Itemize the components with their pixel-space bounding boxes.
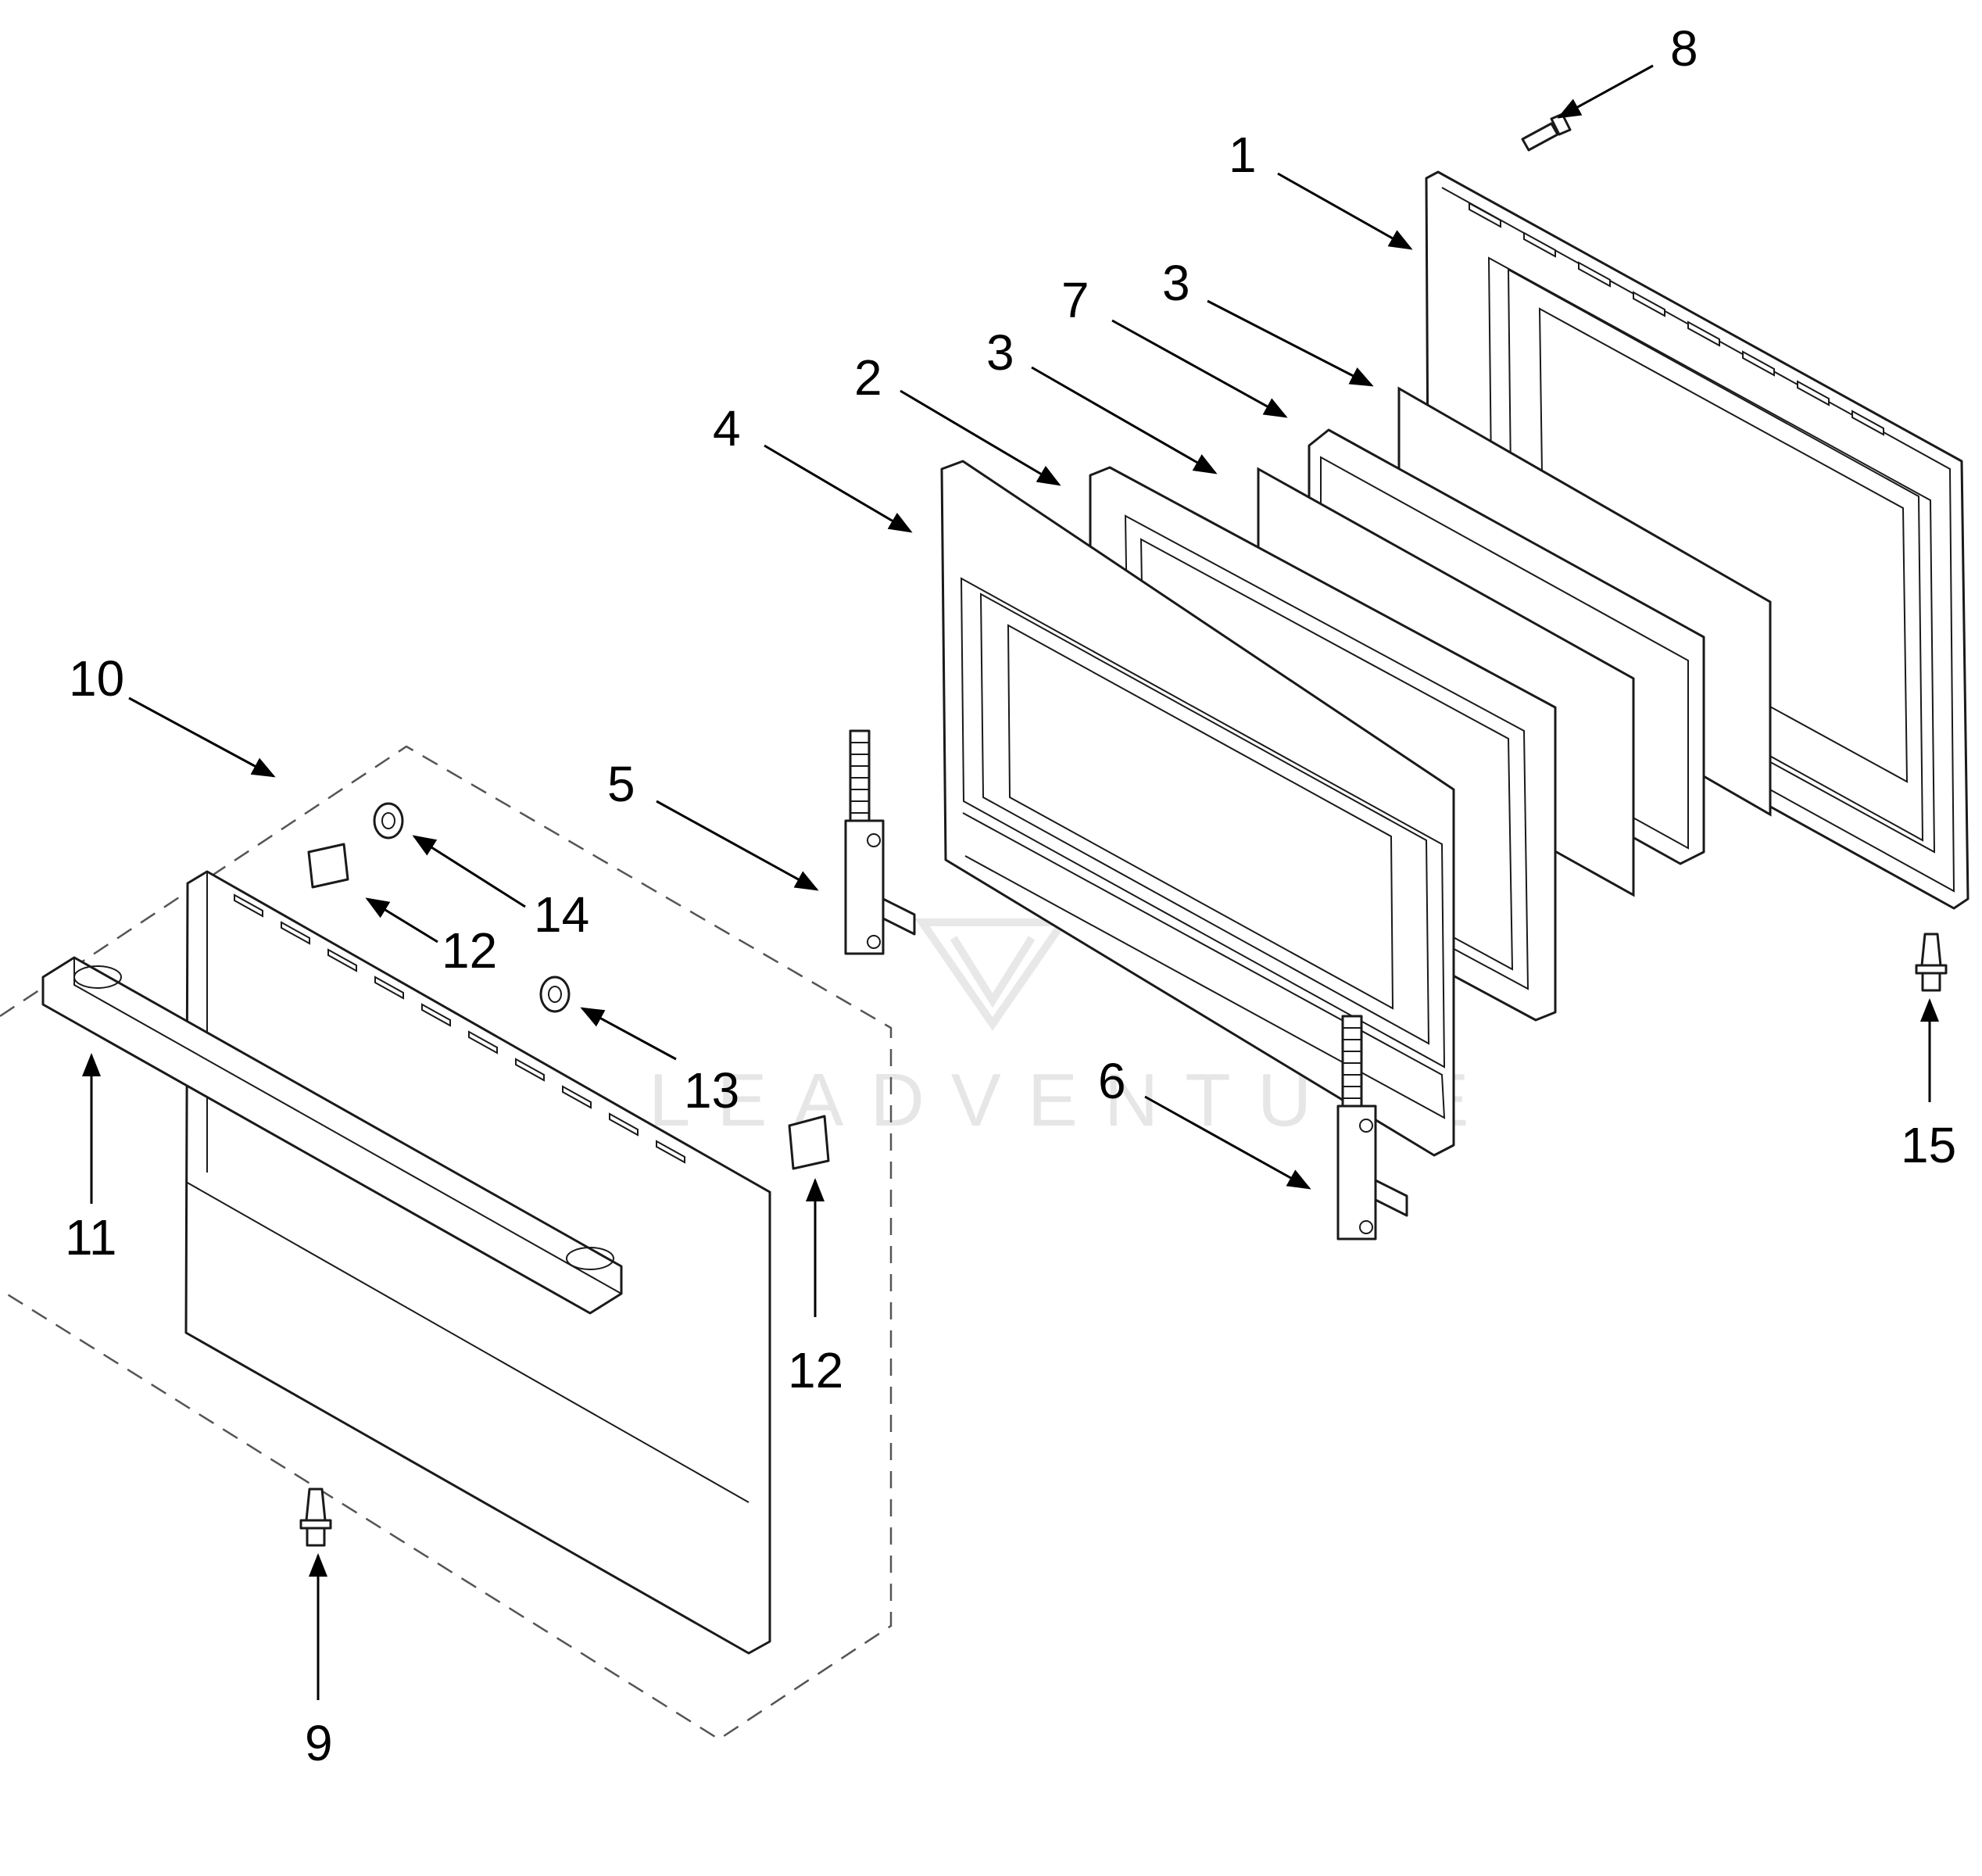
screw-9 (299, 1488, 332, 1547)
screw-15 (1915, 933, 1948, 992)
door-top-vent-slots (234, 893, 685, 1164)
callout-10: 10 (69, 650, 124, 707)
bracket-12-lower (788, 1115, 830, 1170)
callout-5: 5 (607, 756, 635, 812)
leader-3a (1207, 299, 1374, 387)
outer-door-panel (1425, 170, 1969, 910)
callout-2: 2 (854, 349, 882, 406)
lower-hinge (1336, 1015, 1408, 1241)
callout-3a: 3 (1162, 255, 1190, 311)
leader-arrows (82, 64, 1939, 1700)
callout-11: 11 (65, 1209, 116, 1266)
callout-1: 1 (1229, 127, 1257, 183)
callout-15: 15 (1901, 1117, 1956, 1173)
callout-12a: 12 (442, 922, 497, 979)
leader-4 (764, 444, 913, 533)
leader-13 (580, 1007, 677, 1061)
nut-14 (373, 802, 404, 840)
leader-8 (1557, 64, 1654, 119)
bracket-12-upper (307, 843, 349, 889)
callout-13: 13 (684, 1062, 739, 1119)
door-inner-liner (940, 460, 1455, 1157)
callout-4: 4 (713, 400, 741, 456)
leader-2 (900, 389, 1061, 486)
callout-14: 14 (534, 886, 589, 943)
leader-10 (128, 696, 276, 778)
leader-5 (656, 800, 819, 891)
outer-door-front (184, 870, 771, 1655)
callout-8: 8 (1670, 20, 1698, 77)
callout-6: 6 (1098, 1053, 1126, 1109)
callout-3b: 3 (986, 324, 1014, 381)
callout-9: 9 (305, 1715, 333, 1771)
upper-hinge (844, 729, 916, 955)
callout-labels: 1 3 7 3 2 4 8 10 5 6 14 12 13 11 12 9 15 (65, 20, 1956, 1771)
screw-8 (1521, 113, 1572, 152)
leader-14 (412, 835, 526, 908)
callout-7: 7 (1061, 272, 1089, 328)
leader-12a (365, 897, 438, 943)
nut-13 (539, 976, 571, 1013)
leader-1 (1277, 172, 1413, 250)
leader-3b (1031, 366, 1218, 474)
callout-12b: 12 (788, 1342, 843, 1398)
door-handle (41, 956, 623, 1315)
leader-6 (1144, 1095, 1311, 1190)
leader-7 (1111, 319, 1288, 418)
outer-panel-vent-slots (1469, 202, 1884, 436)
watermark-logo (914, 918, 1071, 1031)
door-assembly-outline (0, 745, 893, 1741)
